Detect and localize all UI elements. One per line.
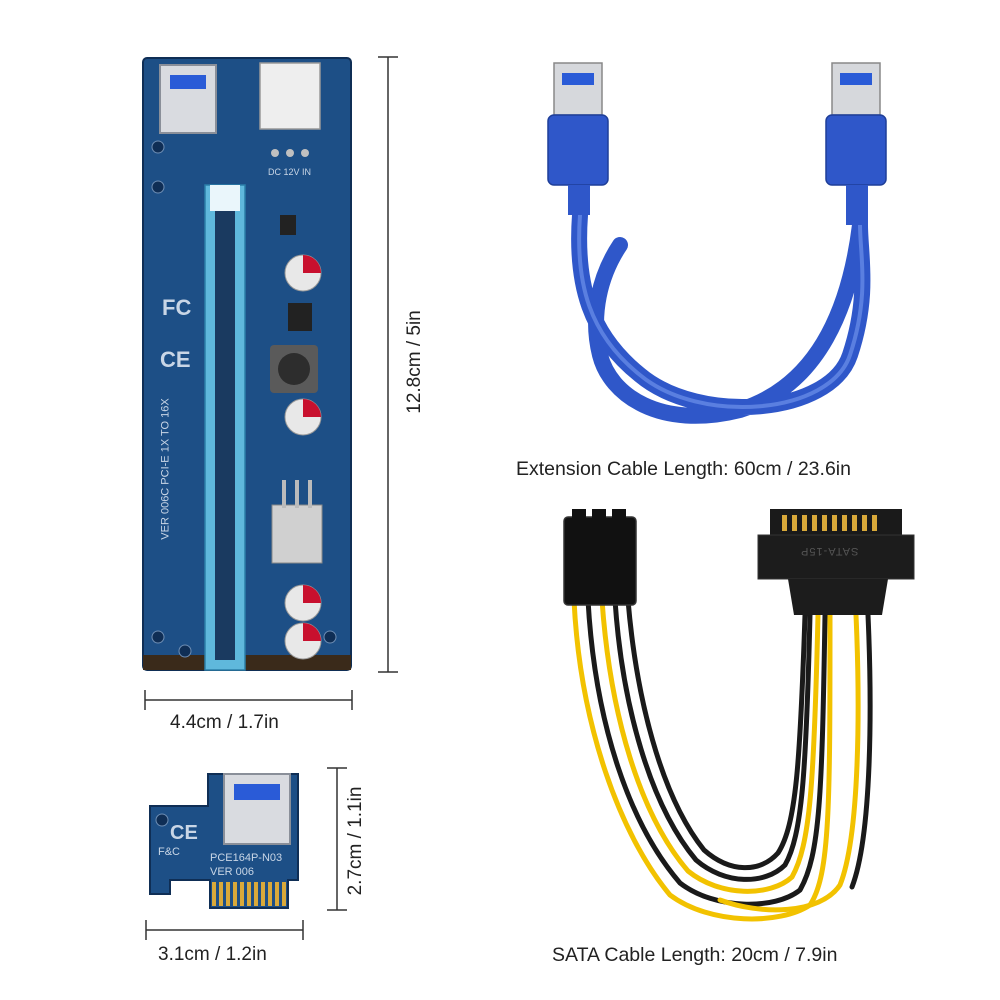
sata-connector-text: SATA-15P xyxy=(800,545,859,557)
sata-cable: SATA-15P xyxy=(560,505,920,935)
adapter-board-illustration xyxy=(149,773,299,909)
riser-power-label: DC 12V IN xyxy=(268,167,312,177)
adapter-version-text: VER 006 xyxy=(210,866,255,878)
usb-extension-cable xyxy=(520,55,920,435)
riser-board: FC CE VER 006C PCI-E 1X TO 16X DC 12V IN xyxy=(140,55,355,675)
riser-ce-mark: CE xyxy=(160,347,191,372)
sata-cable-illustration xyxy=(563,509,915,922)
adapter-fcc-mark: F&C xyxy=(158,846,180,858)
usb-cable-caption: Extension Cable Length: 60cm / 23.6in xyxy=(516,458,851,480)
usb-cable-illustration xyxy=(547,62,887,424)
adapter-height-label: 2.7cm / 1.1in xyxy=(345,786,366,896)
adapter-board: CE F&C PCE164P-N03 VER 006 xyxy=(148,770,308,910)
adapter-ce-mark: CE xyxy=(170,822,198,844)
riser-width-label: 4.4cm / 1.7in xyxy=(170,712,279,733)
riser-board-illustration xyxy=(142,57,352,671)
riser-fcc-mark: FC xyxy=(162,295,192,320)
adapter-model-text: PCE164P-N03 xyxy=(210,852,283,864)
adapter-width-label: 3.1cm / 1.2in xyxy=(158,944,267,965)
sata-cable-caption: SATA Cable Length: 20cm / 7.9in xyxy=(552,944,838,966)
riser-height-label: 12.8cm / 5in xyxy=(404,310,425,414)
